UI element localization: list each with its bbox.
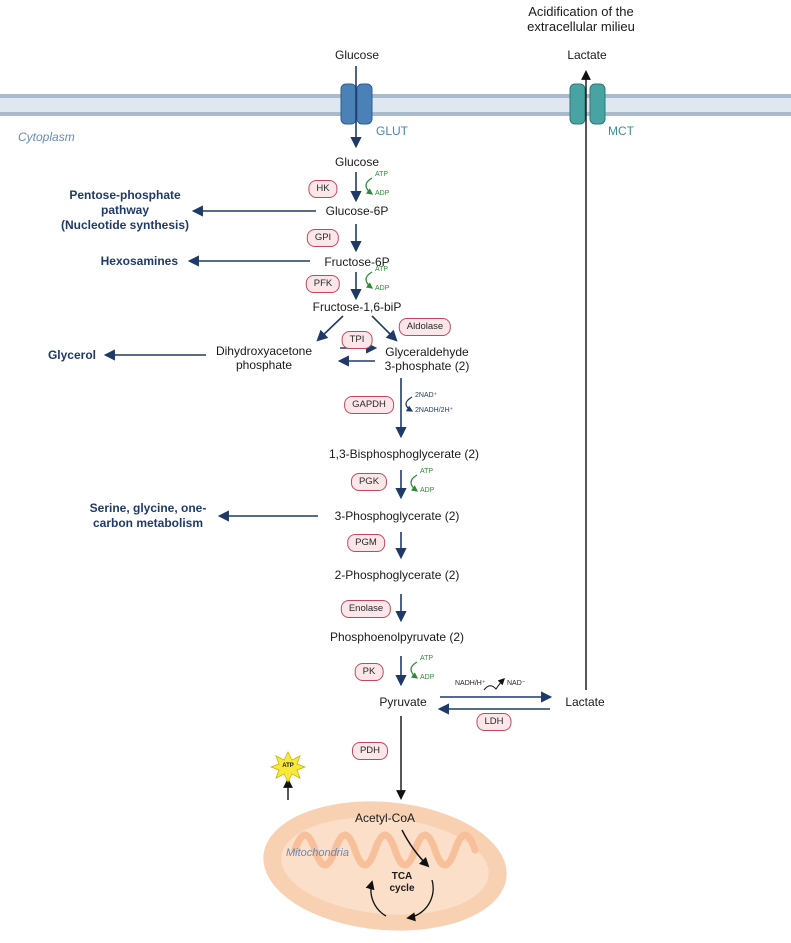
cofactor-atp-pgk: ATP [420, 468, 434, 475]
metabolite-pyruvate: Pyruvate [379, 695, 427, 709]
metabolite-3pg: 3-Phosphoglycerate (2) [334, 509, 460, 523]
metabolite-dhap-line2: phosphate [235, 358, 293, 372]
enzyme-pgk: PGK [350, 473, 388, 491]
side-hexosamines: Hexosamines [100, 254, 178, 268]
enzyme-hk: HK [308, 180, 338, 198]
enzyme-gapdh: GAPDH [344, 396, 394, 414]
enzyme-tpi: TPI [341, 331, 373, 349]
metabolite-dhap-line1: Dihydroxyacetone [215, 344, 313, 358]
enzyme-pfk: PFK [305, 275, 341, 293]
metabolite-acetyl-coa: Acetyl-CoA [354, 811, 416, 825]
glut-transporter-icon [340, 83, 373, 125]
cofactor-atp-hk: ATP [375, 171, 389, 178]
metabolite-gap-line2: 3-phosphate (2) [384, 359, 470, 373]
cofactor-nadh-ldh: NADH/H⁺ [455, 680, 486, 687]
enzyme-enolase: Enolase [340, 600, 392, 618]
pdh-arrow [283, 716, 430, 868]
atp-star-label: ATP [282, 763, 294, 769]
glut-label: GLUT [376, 124, 409, 138]
atp-adp-hooks [365, 177, 419, 679]
cofactor-adp-hk: ADP [375, 190, 390, 197]
metabolite-glucose: Glucose [334, 155, 380, 169]
ldh-cofactor-arrow [483, 678, 505, 691]
metabolite-fructose-16-bip: Fructose-1,6-biP [312, 300, 402, 314]
cell-membrane [0, 94, 791, 116]
side-glycerol: Glycerol [47, 348, 96, 362]
side-ppp-line2: pathway [100, 203, 150, 217]
enzyme-ldh: LDH [476, 713, 512, 731]
mitochondrion-icon [263, 801, 507, 931]
tca-cycle-arrows [365, 879, 434, 922]
metabolite-pep: Phosphoenolpyruvate (2) [329, 630, 465, 644]
metabolite-glucose-6p: Glucose-6P [325, 204, 389, 218]
side-serine-line2: carbon metabolism [92, 516, 204, 530]
cofactor-nad-ldh: NAD⁻ [507, 680, 526, 687]
cofactor-2nadh: 2NADH/2H⁺ [415, 407, 454, 414]
enzyme-aldolase: Aldolase [398, 318, 452, 336]
mct-transporter-icon [569, 83, 606, 125]
cofactor-adp-pfk: ADP [375, 285, 390, 292]
pathway-arrows [103, 66, 553, 715]
metabolite-2pg: 2-Phosphoglycerate (2) [334, 568, 460, 582]
side-ppp-line1: Pentose-phosphate [69, 188, 181, 202]
atp-starburst-icon [269, 751, 307, 783]
enzyme-gpi: GPI [306, 229, 340, 247]
cofactor-atp-pk: ATP [420, 655, 434, 662]
mitochondria-label: Mitochondria [286, 847, 349, 859]
enzyme-pgm: PGM [347, 534, 385, 552]
metabolite-fructose-6p: Fructose-6P [324, 255, 390, 269]
enzyme-pdh: PDH [351, 742, 389, 760]
lactate-extracellular-label: Lactate [567, 48, 607, 62]
side-serine-line1: Serine, glycine, one- [89, 501, 207, 515]
enzyme-pk: PK [354, 663, 384, 681]
mct-label: MCT [608, 124, 634, 138]
metabolite-lactate: Lactate [565, 695, 605, 709]
nad-hook [405, 396, 414, 412]
tca-cycle-label: TCA cycle [389, 871, 415, 894]
metabolite-13-bpg: 1,3-Bisphosphoglycerate (2) [328, 447, 480, 461]
metabolite-gap-line1: Glyceraldehyde [385, 345, 469, 359]
glucose-extracellular-label: Glucose [334, 48, 380, 62]
cofactor-2nad: 2NAD⁺ [415, 392, 438, 399]
cofactor-atp-pfk: ATP [375, 266, 389, 273]
cytoplasm-label: Cytoplasm [18, 130, 75, 144]
acidification-label: Acidification of the extracellular milie… [527, 4, 635, 34]
cofactor-adp-pgk: ADP [420, 487, 435, 494]
cofactor-adp-pk: ADP [420, 674, 435, 681]
side-ppp-line3: (Nucleotide synthesis) [60, 218, 190, 232]
